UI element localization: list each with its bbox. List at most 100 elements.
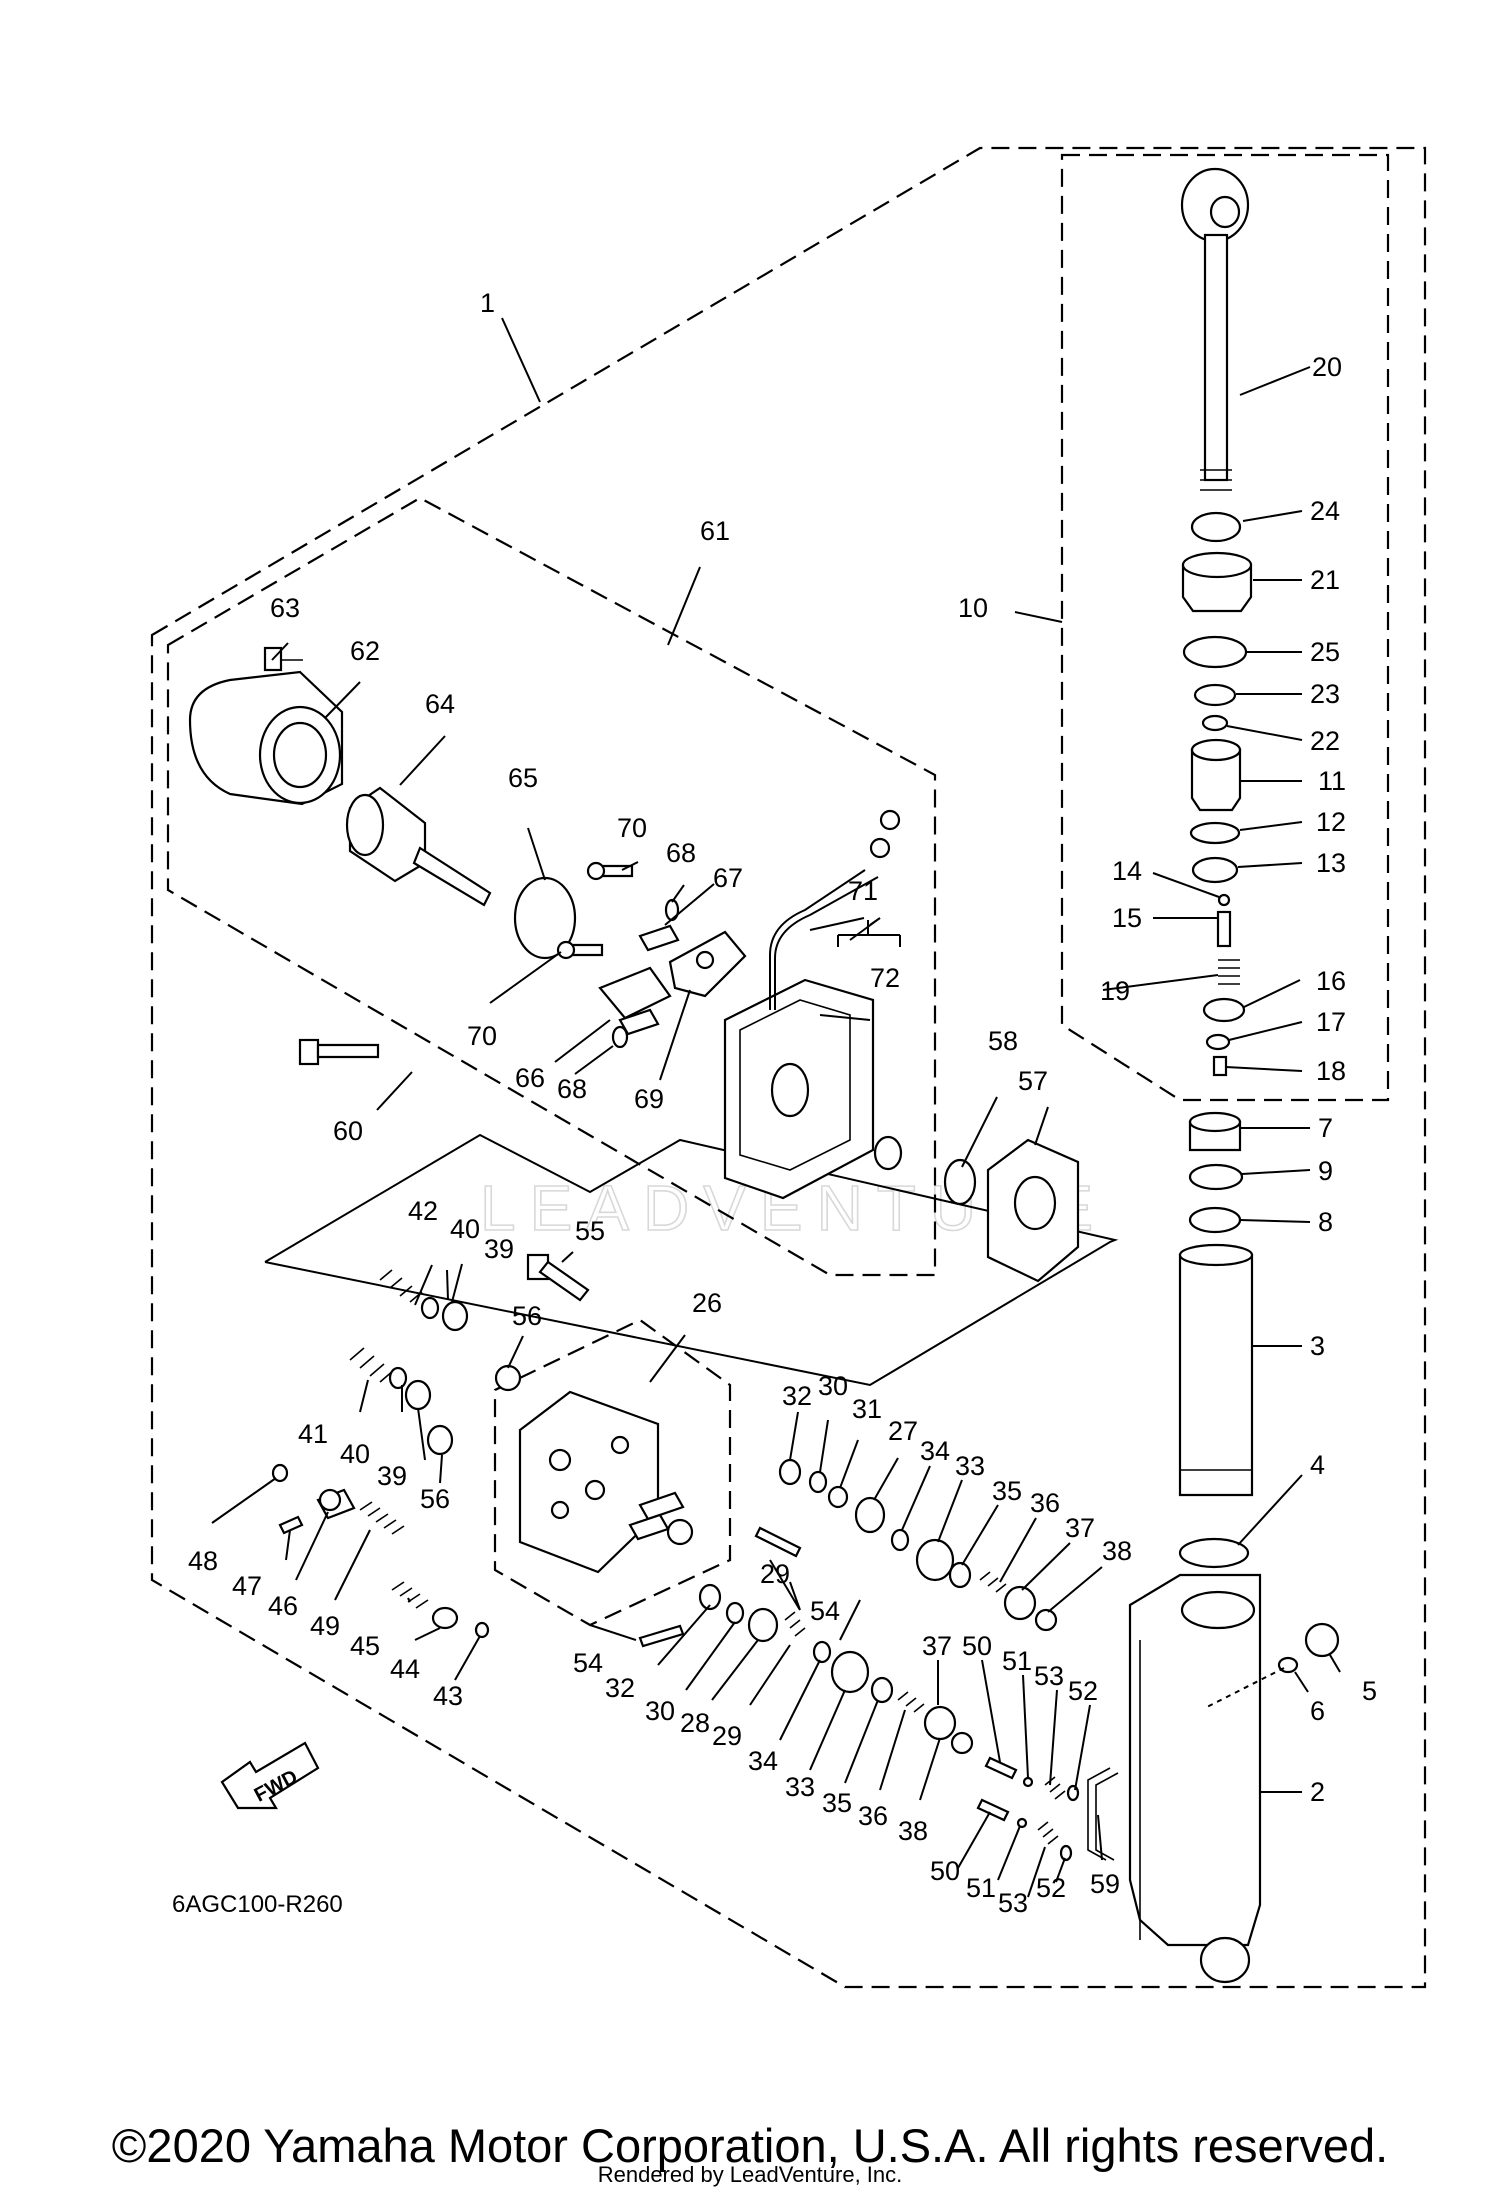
callout-62: 62 bbox=[350, 636, 380, 666]
callout-48: 48 bbox=[188, 1546, 218, 1576]
callout-58: 58 bbox=[988, 1026, 1018, 1056]
callout-56b: 56 bbox=[420, 1484, 450, 1514]
callout-16: 16 bbox=[1316, 966, 1346, 996]
callout-29b: 29 bbox=[712, 1721, 742, 1751]
callout-37b: 37 bbox=[922, 1631, 952, 1661]
callout-22: 22 bbox=[1310, 726, 1340, 756]
fwd-arrow-icon: FWD bbox=[220, 1741, 320, 1810]
callout-12: 12 bbox=[1316, 807, 1346, 837]
callout-32: 32 bbox=[782, 1381, 812, 1411]
callout-11: 11 bbox=[1318, 766, 1346, 796]
callout-33b: 33 bbox=[785, 1772, 815, 1802]
callout-19: 19 bbox=[1100, 976, 1130, 1006]
callout-17: 17 bbox=[1316, 1007, 1346, 1037]
callout-61: 61 bbox=[700, 516, 730, 546]
callout-45: 45 bbox=[350, 1631, 380, 1661]
callout-13: 13 bbox=[1316, 848, 1346, 878]
callout-8: 8 bbox=[1318, 1207, 1333, 1237]
callout-34b: 34 bbox=[748, 1746, 778, 1776]
callout-51b: 51 bbox=[966, 1873, 996, 1903]
leader-lines bbox=[211, 317, 1341, 1898]
callout-4: 4 bbox=[1310, 1450, 1325, 1480]
callout-40: 40 bbox=[450, 1214, 480, 1244]
callout-49: 49 bbox=[310, 1611, 340, 1641]
callout-39: 39 bbox=[484, 1234, 514, 1264]
callout-21: 21 bbox=[1310, 565, 1340, 595]
callout-71: 71 bbox=[848, 876, 878, 906]
callout-66: 66 bbox=[515, 1063, 545, 1093]
callout-53: 53 bbox=[1034, 1661, 1064, 1691]
callout-39b: 39 bbox=[377, 1461, 407, 1491]
callout-41: 41 bbox=[298, 1419, 328, 1449]
callout-3: 3 bbox=[1310, 1331, 1325, 1361]
callout-70b: 70 bbox=[467, 1021, 497, 1051]
callout-25: 25 bbox=[1310, 637, 1340, 667]
callout-23: 23 bbox=[1310, 679, 1340, 709]
callout-52: 52 bbox=[1068, 1676, 1098, 1706]
rendered-by-credit: Rendered by LeadVenture, Inc. bbox=[597, 2162, 903, 2187]
callout-63: 63 bbox=[270, 593, 300, 623]
tilt-rod-assembly bbox=[1087, 167, 1340, 1984]
callout-43: 43 bbox=[433, 1681, 463, 1711]
manifold-outline bbox=[264, 1133, 1119, 1387]
callout-38: 38 bbox=[1102, 1536, 1132, 1566]
callout-6: 6 bbox=[1310, 1696, 1325, 1726]
callout-labels: 1 61 10 20 24 21 25 23 22 11 12 13 14 15… bbox=[188, 288, 1377, 1918]
callout-47: 47 bbox=[232, 1571, 262, 1601]
callout-54b: 54 bbox=[573, 1648, 603, 1678]
callout-18: 18 bbox=[1316, 1056, 1346, 1086]
callout-30b: 30 bbox=[645, 1696, 675, 1726]
callout-31: 31 bbox=[852, 1394, 882, 1424]
callout-15: 15 bbox=[1112, 903, 1142, 933]
callout-38b: 38 bbox=[898, 1816, 928, 1846]
copyright-notice: ©2020 Yamaha Motor Corporation, U.S.A. A… bbox=[111, 2119, 1389, 2172]
callout-5: 5 bbox=[1362, 1676, 1377, 1706]
callout-24: 24 bbox=[1310, 496, 1340, 526]
callout-28: 28 bbox=[680, 1708, 710, 1738]
assembly-1-boundary bbox=[150, 146, 1427, 1989]
callout-10: 10 bbox=[958, 593, 988, 623]
callout-35: 35 bbox=[992, 1476, 1022, 1506]
callout-40b: 40 bbox=[340, 1439, 370, 1469]
callout-68b: 68 bbox=[557, 1074, 587, 1104]
assembly-26-boundary bbox=[493, 1318, 732, 1627]
valve-block-assembly bbox=[271, 1253, 1080, 1862]
callout-33: 33 bbox=[955, 1451, 985, 1481]
callout-32b: 32 bbox=[605, 1673, 635, 1703]
callout-7: 7 bbox=[1318, 1113, 1333, 1143]
callout-65: 65 bbox=[508, 763, 538, 793]
callout-44: 44 bbox=[390, 1654, 420, 1684]
callout-56: 56 bbox=[512, 1301, 542, 1331]
assembly-10-boundary bbox=[1060, 153, 1390, 1102]
motor-assembly bbox=[188, 646, 1080, 1283]
callout-60: 60 bbox=[333, 1116, 363, 1146]
callout-53b: 53 bbox=[998, 1888, 1028, 1918]
callout-54: 54 bbox=[810, 1596, 840, 1626]
callout-34: 34 bbox=[920, 1436, 950, 1466]
callout-30: 30 bbox=[818, 1371, 848, 1401]
callout-57: 57 bbox=[1018, 1066, 1048, 1096]
callout-50b: 50 bbox=[930, 1856, 960, 1886]
assembly-61-boundary bbox=[166, 496, 937, 1277]
callout-55: 55 bbox=[575, 1216, 605, 1246]
callout-42: 42 bbox=[408, 1196, 438, 1226]
callout-72: 72 bbox=[870, 963, 900, 993]
callout-37: 37 bbox=[1065, 1513, 1095, 1543]
callout-59: 59 bbox=[1090, 1869, 1120, 1899]
diagram-code: 6AGC100-R260 bbox=[172, 1891, 343, 1918]
callout-64: 64 bbox=[425, 689, 455, 719]
callout-70: 70 bbox=[617, 813, 647, 843]
callout-26: 26 bbox=[692, 1288, 722, 1318]
callout-67: 67 bbox=[713, 863, 743, 893]
callout-27: 27 bbox=[888, 1416, 918, 1446]
callout-2: 2 bbox=[1310, 1777, 1325, 1807]
callout-68: 68 bbox=[666, 838, 696, 868]
callout-46: 46 bbox=[268, 1591, 298, 1621]
callout-36b: 36 bbox=[858, 1801, 888, 1831]
callout-29: 29 bbox=[760, 1559, 790, 1589]
callout-52b: 52 bbox=[1036, 1873, 1066, 1903]
callout-35b: 35 bbox=[822, 1788, 852, 1818]
callout-9: 9 bbox=[1318, 1156, 1333, 1186]
callout-14: 14 bbox=[1112, 856, 1142, 886]
